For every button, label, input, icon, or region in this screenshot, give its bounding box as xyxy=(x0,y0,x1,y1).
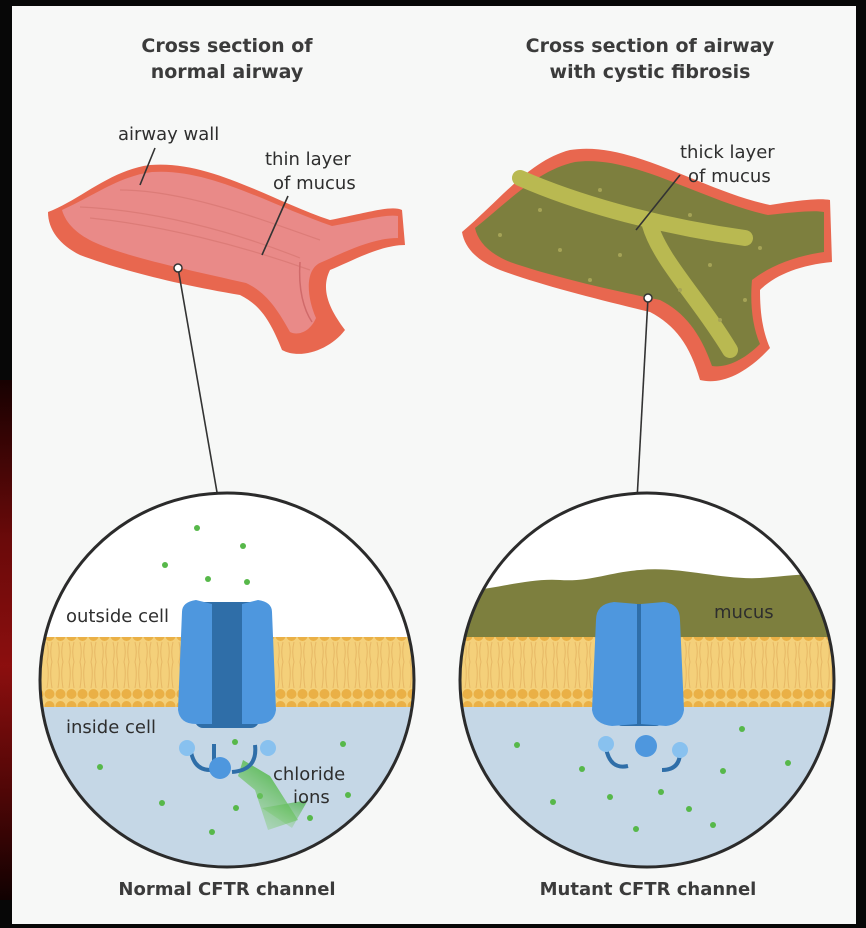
right-title-line2: with cystic fibrosis xyxy=(550,61,751,83)
thick-mucus-label-line1: thick layer xyxy=(680,142,775,163)
left-title-line2: normal airway xyxy=(151,61,304,83)
chloride-ions-label-line1: chloride xyxy=(273,764,345,785)
cf-airway-illustration xyxy=(462,149,832,500)
thin-mucus-label-line1: thin layer xyxy=(265,149,351,170)
thick-mucus-label-line2: of mucus xyxy=(688,166,771,187)
thin-mucus-label-line2: of mucus xyxy=(273,173,356,194)
left-title-line1: Cross section of xyxy=(141,35,313,57)
airway-wall-label: airway wall xyxy=(118,124,219,145)
chloride-ions-label-line2: ions xyxy=(293,787,330,808)
right-title-line1: Cross section of airway xyxy=(526,35,775,57)
mutant-cftr-caption: Mutant CFTR channel xyxy=(540,879,757,900)
mucus-zoom-label: mucus xyxy=(714,602,774,623)
normal-cftr-caption: Normal CFTR channel xyxy=(118,879,335,900)
normal-airway-illustration xyxy=(48,148,405,498)
inside-cell-label: inside cell xyxy=(66,717,156,738)
outside-cell-label: outside cell xyxy=(66,606,169,627)
